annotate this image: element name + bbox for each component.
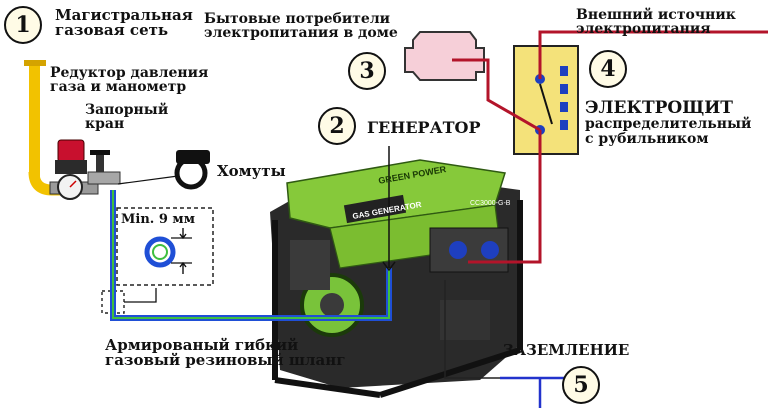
consumers-label: Бытовые потребители электропитания в дом… <box>204 12 398 41</box>
min-gap-label: Min. 9 мм <box>121 212 195 227</box>
marker-2: 2 <box>318 107 356 145</box>
hose-label: Армированый гибкий газовый резиновый шла… <box>105 336 346 370</box>
shutoff-valve <box>87 150 121 185</box>
reducer-label: Редуктор давления газа и манометр <box>50 66 208 95</box>
marker-1: 1 <box>4 6 42 44</box>
generator-label: ГЕНЕРАТОР <box>367 118 481 137</box>
generator-unit <box>270 159 523 398</box>
reducer-label-line1: Редуктор давления <box>50 65 209 81</box>
min-gap-detail <box>116 207 214 286</box>
gas-main-label: Магистральная газовая сеть <box>55 6 193 40</box>
gas-hose <box>110 190 392 321</box>
shutoff-label-line2: кран <box>85 116 125 133</box>
gas-main-label-line1: Магистральная <box>55 6 193 24</box>
clamps-label: Хомуты <box>217 162 286 180</box>
panel-label-line2: распределительный <box>585 116 752 133</box>
marker-5: 5 <box>562 366 600 404</box>
power-cables <box>452 30 768 264</box>
generator-model-text: CC3000-G-B <box>470 200 511 207</box>
panel-label: ЭЛЕКТРОЩИТ распределительный с рубильник… <box>585 98 752 147</box>
grounding-label: ЗАЗЕМЛЕНИЕ <box>503 341 630 359</box>
panel-label-line1: ЭЛЕКТРОЩИТ <box>585 98 733 118</box>
clamp-leader <box>117 175 179 185</box>
shutoff-label: Запорный кран <box>85 103 168 132</box>
external-source-label-line2: электропитания <box>576 21 711 38</box>
hose-joint-leader <box>124 288 157 303</box>
reducer-label-line2: газа и манометр <box>50 79 187 96</box>
gas-main-label-line2: газовая сеть <box>55 21 169 40</box>
marker-3: 3 <box>348 52 386 90</box>
marker-4: 4 <box>589 50 627 88</box>
external-source-label-line1: Внешний источник <box>576 7 736 23</box>
manometer <box>57 174 83 200</box>
consumers-label-line1: Бытовые потребители <box>204 11 391 27</box>
clamp-icon <box>174 150 210 190</box>
house-consumers-icon <box>404 31 485 81</box>
shutoff-label-line1: Запорный <box>85 102 169 118</box>
consumers-label-line2: электропитания в доме <box>204 25 398 42</box>
hose-label-line2: газовый резиновый шланг <box>105 351 346 370</box>
distribution-panel <box>513 45 579 155</box>
panel-label-line3: с рубильником <box>585 130 709 147</box>
external-source-label: Внешний источник электропитания <box>576 8 736 37</box>
hose-label-line1: Армированый гибкий <box>105 336 299 354</box>
